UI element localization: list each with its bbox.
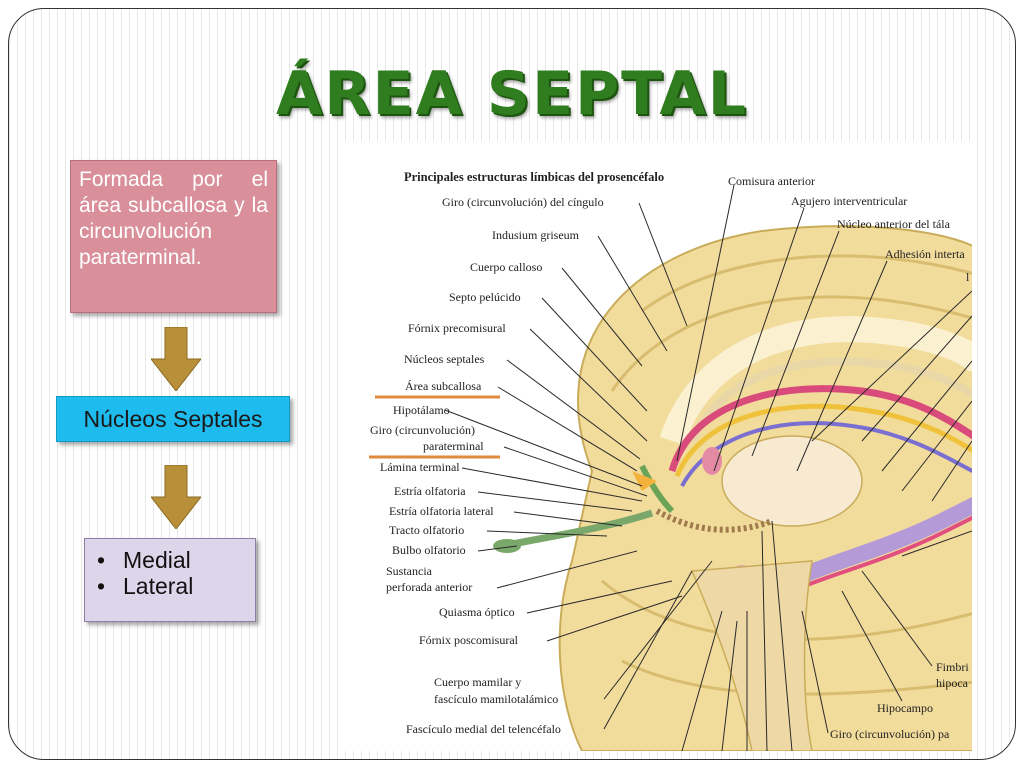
septal-nuclei-box: Núcleos Septales	[56, 396, 290, 442]
label-giro-paraterminal: Giro (circunvolución)	[370, 423, 475, 437]
label-cuerpo-mamilar: Cuerpo mamilar y	[434, 675, 521, 689]
label-fasciculo-medial: Fascículo medial del telencéfalo	[406, 722, 561, 736]
definition-box: Formada por el área subcallosa y la circ…	[70, 160, 277, 313]
label-septo: Septo pelúcido	[449, 290, 521, 304]
label-cut-l: l	[966, 270, 970, 284]
nuclei-list: Medial Lateral	[84, 538, 256, 622]
limbic-structures-diagram: Principales estructuras límbicas del pro…	[342, 141, 972, 751]
label-perforada: perforada anterior	[386, 580, 472, 594]
label-hipotalamo: Hipotálamo	[393, 403, 450, 417]
brain-illustration: Principales estructuras límbicas del pro…	[369, 170, 972, 751]
down-arrow-icon	[151, 465, 201, 529]
list-item: Medial	[95, 547, 245, 573]
label-estria-lateral: Estría olfatoria lateral	[389, 504, 494, 518]
label-fornix-pos: Fórnix poscomisural	[419, 633, 519, 647]
label-giro-pa: Giro (circunvolución) pa	[830, 727, 950, 741]
label-indusium: Indusium griseum	[492, 228, 580, 242]
label-fimbria: Fimbri	[936, 660, 969, 674]
label-giro-cingulo: Giro (circunvolución) del cíngulo	[442, 195, 604, 209]
label-nucleos-septales: Núcleos septales	[404, 352, 485, 366]
label-fornix-pre: Fórnix precomisural	[408, 321, 506, 335]
label-lamina: Lámina terminal	[380, 460, 460, 474]
label-area-subcallosa: Área subcallosa	[405, 379, 482, 393]
label-agujero: Agujero interventricular	[791, 194, 907, 208]
label-cuerpo-calloso: Cuerpo calloso	[470, 260, 542, 274]
label-nucleo-anterior: Núcleo anterior del tála	[837, 217, 951, 231]
slide-title: ÁREA SEPTAL	[275, 59, 749, 129]
label-sustancia: Sustancia	[386, 564, 433, 578]
label-estria: Estría olfatoria	[394, 484, 466, 498]
label-quiasma: Quiasma óptico	[439, 605, 515, 619]
slide: ÁREA SEPTAL Formada por el área subcallo…	[8, 8, 1016, 760]
figure-title: Principales estructuras límbicas del pro…	[404, 170, 664, 184]
label-hipoca: hipoca	[936, 676, 969, 690]
label-fasciculo-mamilo: fascículo mamilotalámico	[434, 692, 558, 706]
label-paraterminal: paraterminal	[423, 439, 484, 453]
label-comisura: Comisura anterior	[728, 174, 815, 188]
label-bulbo: Bulbo olfatorio	[392, 543, 466, 557]
label-tracto: Tracto olfatorio	[389, 523, 464, 537]
down-arrow-icon	[151, 327, 201, 391]
label-adhesion: Adhesión interta	[885, 247, 965, 261]
label-hipocampo: Hipocampo	[877, 701, 933, 715]
list-item: Lateral	[95, 573, 245, 599]
